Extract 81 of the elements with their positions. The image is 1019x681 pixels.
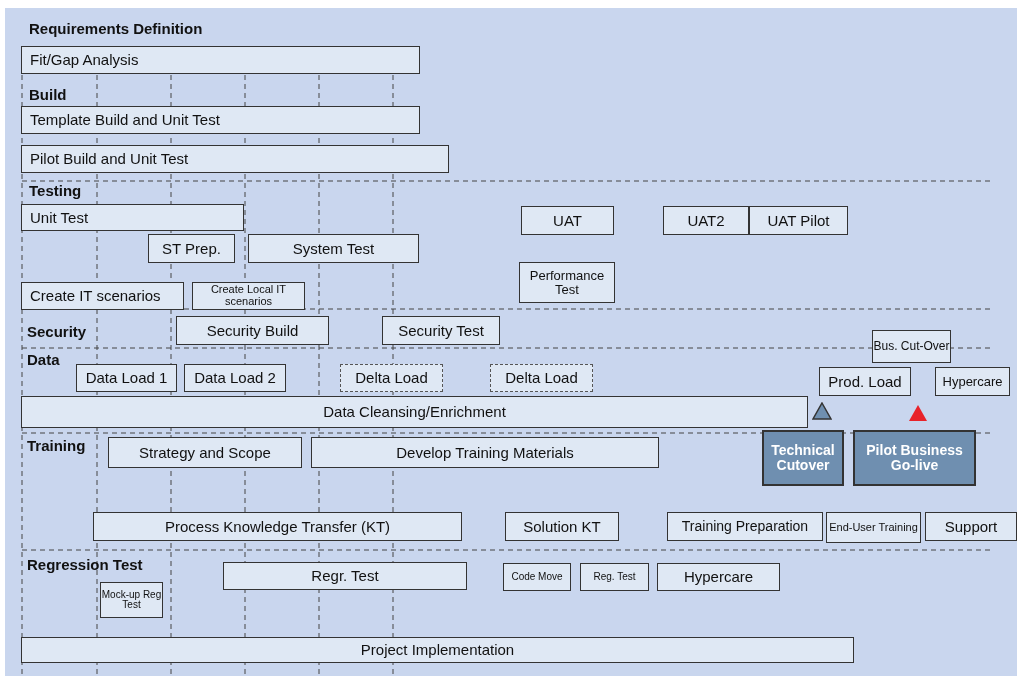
- section-heading: Build: [29, 86, 67, 103]
- task-label: Hypercare: [683, 569, 754, 585]
- task-bar: [248, 234, 419, 263]
- task-label: UAT2: [687, 212, 725, 229]
- task-label: Security Build: [206, 322, 299, 339]
- task-label: Hypercare: [942, 374, 1003, 389]
- task-label: Solution KT: [523, 518, 601, 535]
- section-heading: Requirements Definition: [29, 20, 203, 37]
- task-label: Data Load 2: [194, 370, 276, 386]
- task-bar: [925, 512, 1017, 541]
- section-heading: Testing: [29, 182, 82, 199]
- task-label: Code Move: [511, 571, 563, 583]
- task-bar: [819, 367, 911, 396]
- task-label: Performance Test: [528, 268, 606, 297]
- task-bar: [663, 206, 749, 235]
- task-label: Prod. Load: [828, 373, 902, 390]
- task-label: Data Cleansing/Enrichment: [323, 404, 506, 420]
- task-bar: [519, 262, 615, 303]
- task-label: ST Prep.: [162, 240, 221, 257]
- task-label: Create IT scenarios: [30, 288, 161, 304]
- task-bar: [382, 316, 500, 345]
- task-label: Technical Cutover: [770, 443, 836, 473]
- section-heading: Training: [27, 437, 86, 454]
- task-label: Pilot Build and Unit Test: [30, 151, 189, 167]
- task-bar: [490, 364, 593, 392]
- task-label: Security Test: [398, 322, 484, 339]
- task-label: Unit Test: [30, 209, 89, 226]
- task-bar: [21, 46, 420, 74]
- task-label: Reg. Test: [593, 571, 636, 583]
- task-label: UAT Pilot: [767, 212, 830, 229]
- task-label: Regr. Test: [311, 568, 379, 584]
- task-label: Bus. Cut-Over: [873, 340, 950, 353]
- task-label: Process Knowledge Transfer (KT): [164, 518, 391, 535]
- task-bar: [667, 512, 823, 541]
- task-bar: [340, 364, 443, 392]
- task-bar: [503, 563, 571, 591]
- milestone-box: [853, 430, 976, 486]
- task-bar: [21, 204, 244, 231]
- task-bar: [76, 364, 177, 392]
- task-bar: [176, 316, 329, 345]
- task-bar: [311, 437, 659, 468]
- task-label: Develop Training Materials: [396, 444, 574, 461]
- task-label: Mock-up Reg Test: [101, 589, 162, 611]
- task-bar: [100, 582, 163, 618]
- task-bar: [872, 330, 951, 363]
- section-heading: Data: [27, 351, 60, 368]
- task-bar: [21, 396, 808, 428]
- section-heading: Regression Test: [27, 556, 143, 573]
- task-bar: [21, 282, 184, 310]
- task-bar: [826, 512, 921, 543]
- task-label: Support: [944, 518, 998, 535]
- section-heading: Security: [27, 323, 87, 340]
- task-bar: [505, 512, 619, 541]
- task-bar: [184, 364, 286, 392]
- task-bar: [521, 206, 614, 235]
- task-label: Training Preparation: [681, 519, 809, 534]
- task-bar: [108, 437, 302, 468]
- task-label: Fit/Gap Analysis: [30, 52, 139, 68]
- task-bar: [93, 512, 462, 541]
- task-bar: [21, 145, 449, 173]
- task-bar: [935, 367, 1010, 396]
- task-label: Project Implementation: [360, 642, 515, 658]
- task-label: Delta Load: [355, 370, 428, 386]
- task-label: End-User Training: [829, 521, 918, 534]
- task-label: Data Load 1: [85, 370, 168, 386]
- milestone-box: [762, 430, 844, 486]
- task-bar: [580, 563, 649, 591]
- task-label: System Test: [292, 240, 375, 257]
- task-bar: [192, 282, 305, 310]
- task-bar: [749, 206, 848, 235]
- task-label: UAT: [553, 212, 582, 229]
- task-label: Strategy and Scope: [139, 444, 271, 461]
- task-bar: [657, 563, 780, 591]
- task-bar: [223, 562, 467, 590]
- task-bar: [21, 106, 420, 134]
- task-label: Template Build and Unit Test: [30, 112, 220, 128]
- task-bar: [21, 637, 854, 663]
- task-bar: [148, 234, 235, 263]
- task-label: Create Local IT scenarios: [209, 284, 288, 308]
- task-label: Pilot Business Go-live: [865, 443, 964, 473]
- task-label: Delta Load: [505, 370, 578, 386]
